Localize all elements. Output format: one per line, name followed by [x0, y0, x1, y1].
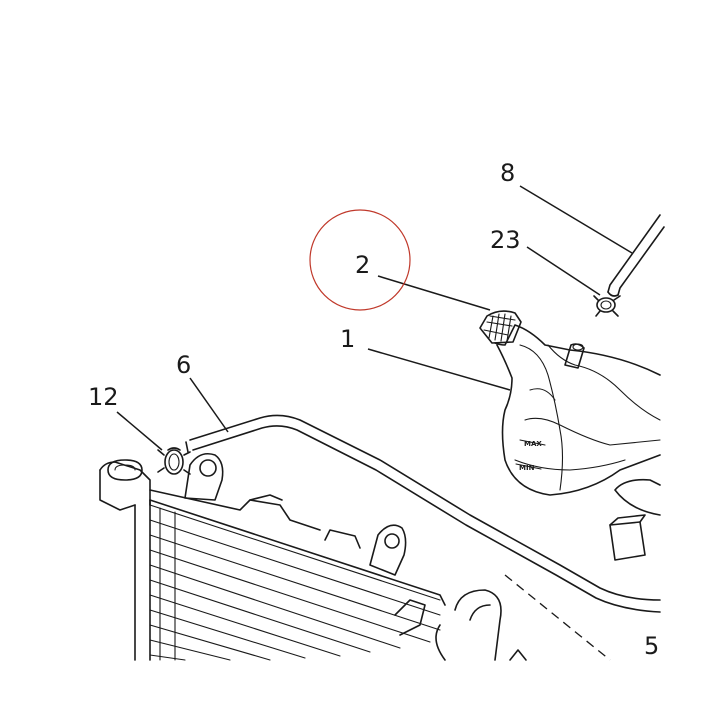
radiator-fins [149, 504, 441, 661]
part-label-23: 23 [490, 226, 521, 254]
breather-hose [607, 214, 665, 297]
leader-lines [116, 185, 633, 451]
center-line [504, 574, 611, 661]
part-label-5: 5 [644, 632, 659, 660]
overflow-hose [185, 414, 661, 613]
part-label-6: 6 [176, 351, 191, 379]
part-label-1: 1 [340, 325, 355, 353]
part-label-8: 8 [500, 159, 515, 187]
hose-clamp-23 [593, 295, 621, 317]
hose-clamp-12 [157, 447, 191, 475]
filler-cap [479, 310, 522, 344]
expansion-tank: MAX MIN [479, 310, 661, 561]
part-label-12: 12 [88, 383, 119, 411]
tank-min-mark: MIN [519, 464, 535, 472]
tank-max-mark: MAX [524, 440, 542, 448]
highlight-circle [309, 209, 411, 311]
radiator [99, 452, 502, 661]
part-label-2: 2 [355, 251, 370, 279]
